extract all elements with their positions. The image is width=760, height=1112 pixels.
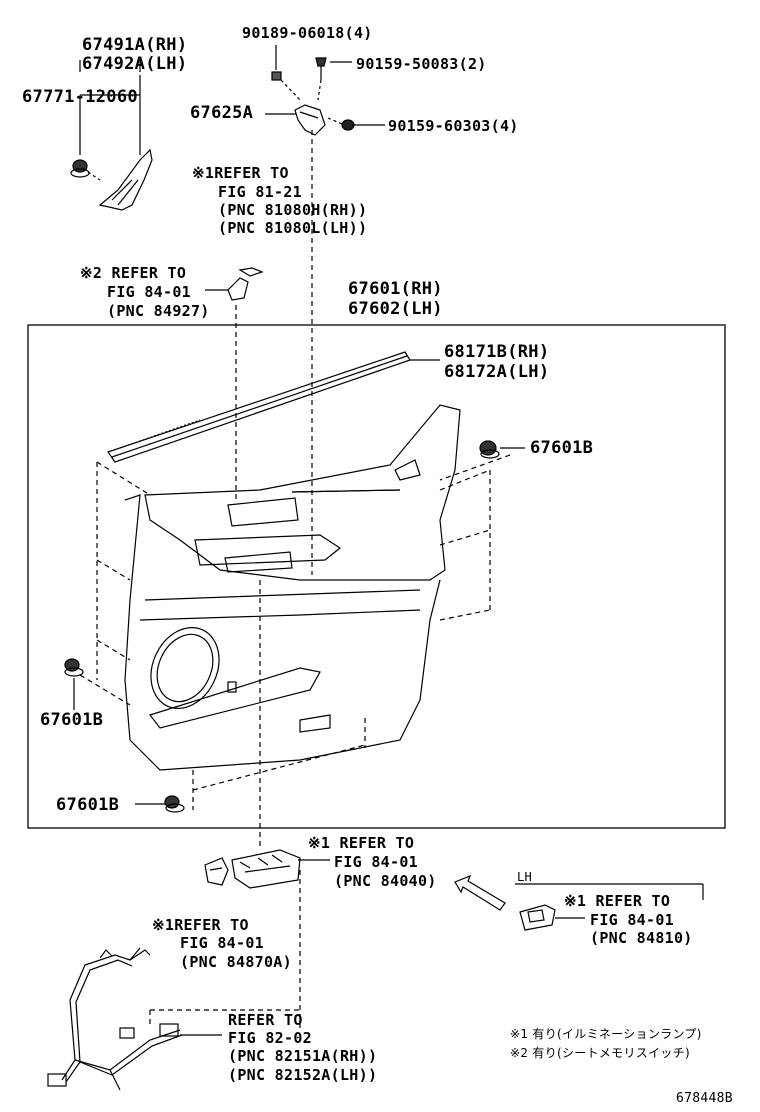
clip-67601b-bottom	[135, 795, 185, 813]
part-label-67601b-right: 67601B	[530, 438, 594, 458]
ref-84810-line2: FIG 84-01	[590, 911, 674, 929]
lh-tag: LH	[517, 870, 533, 884]
footnote-2: ※2 有り(シートメモリスイッチ)	[510, 1046, 690, 1060]
switch-84870a-drawing	[204, 857, 229, 886]
ref-82151-line2: FIG 82-02	[228, 1029, 312, 1047]
ref-84870a-line2: FIG 84-01	[180, 934, 264, 952]
part-label-67492a: 67492A(LH)	[82, 54, 188, 74]
ref-84810-line3: (PNC 84810)	[590, 929, 693, 947]
part-label-67601b-left: 67601B	[40, 710, 104, 730]
ref-fig81-line4: (PNC 81080L(LH))	[218, 219, 368, 237]
part-label-90159-50083: 90159-50083(2)	[356, 55, 487, 73]
footnote-1: ※1 有り(イルミネーションランプ)	[510, 1027, 702, 1041]
part-label-67601: 67601(RH)	[348, 279, 443, 299]
part-label-67602: 67602(LH)	[348, 299, 443, 319]
part-label-90189: 90189-06018(4)	[242, 24, 373, 42]
figure-id: 678448B	[676, 1091, 733, 1106]
part-label-67771: 67771-12060	[22, 87, 138, 107]
part-label-67491a: 67491A(RH)	[82, 35, 188, 55]
part-label-67625a: 67625A	[190, 103, 254, 123]
bracket-67625a-drawing	[271, 57, 355, 136]
clip-67771-drawing	[70, 159, 101, 181]
lh-arrow	[454, 874, 506, 911]
ref-84040-line3: (PNC 84040)	[334, 872, 437, 890]
garnish-part-drawing	[79, 60, 153, 211]
ref-84810-line1: ※1 REFER TO	[564, 892, 671, 910]
ref-84870a-line3: (PNC 84870A)	[180, 953, 292, 971]
clip-67601b-left	[64, 658, 84, 710]
assembly-frame	[27, 324, 726, 829]
part-label-67601b-bottom: 67601B	[56, 795, 120, 815]
ref-84927-line3: (PNC 84927)	[107, 302, 210, 320]
ref-82151-line1: REFER TO	[228, 1011, 303, 1029]
clip-67601b-right	[479, 440, 525, 459]
door-trim-panel-drawing	[107, 351, 461, 771]
part-label-68171b: 68171B(RH)	[444, 342, 550, 362]
ref-fig81-line1: ※1REFER TO	[192, 164, 289, 182]
ref-84927-line1: ※2 REFER TO	[80, 264, 187, 282]
ref-84040-line1: ※1 REFER TO	[308, 834, 415, 852]
ref-fig81-line3: (PNC 81080H(RH))	[218, 201, 368, 219]
ref-fig81-line2: FIG 81-21	[218, 183, 302, 201]
leader-lines	[79, 130, 511, 1030]
ref-84870a-line1: ※1REFER TO	[152, 916, 249, 934]
switch-84927-drawing	[205, 267, 264, 301]
ref-82151-line3: (PNC 82151A(RH))	[228, 1047, 378, 1065]
ref-84040-line2: FIG 84-01	[334, 853, 418, 871]
switch-84810-drawing	[519, 904, 585, 931]
wire-harness-drawing	[47, 947, 222, 1091]
ref-84927-line2: FIG 84-01	[107, 283, 191, 301]
part-label-90159-60303: 90159-60303(4)	[388, 117, 519, 135]
part-label-68172a: 68172A(LH)	[444, 362, 550, 382]
ref-82151-line4: (PNC 82152A(LH))	[228, 1066, 378, 1084]
switch-84040-drawing	[231, 849, 330, 889]
